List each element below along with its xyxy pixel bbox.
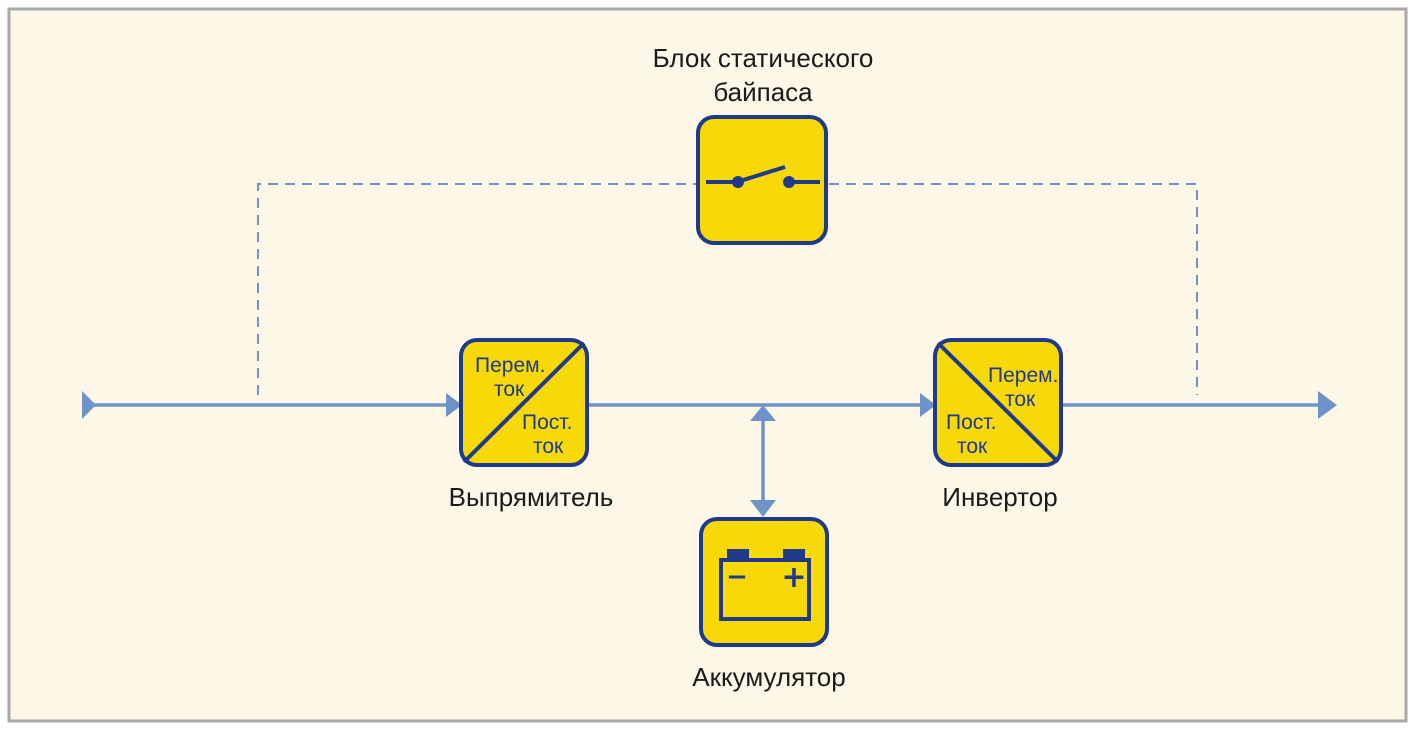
battery-plus: + bbox=[781, 560, 806, 595]
battery-minus: − bbox=[726, 562, 748, 592]
inverter-ac-line2: ток bbox=[1005, 388, 1036, 411]
inverter-ac-line1: Перем. bbox=[988, 364, 1058, 387]
rectifier-dc-line2: ток bbox=[533, 435, 564, 458]
battery-block: − + bbox=[699, 517, 829, 647]
input-arrow bbox=[82, 391, 96, 419]
rectifier-input-arrow bbox=[446, 393, 462, 417]
rectifier-ac-line2: ток bbox=[494, 378, 525, 401]
battery-link-arrow-up bbox=[750, 405, 776, 421]
static-bypass-block bbox=[696, 115, 828, 245]
battery-label: Аккумулятор bbox=[692, 662, 845, 692]
bypass-title-line2: байпаса bbox=[713, 77, 813, 107]
battery-link-arrow-down bbox=[750, 500, 776, 517]
inverter-dc-line2: ток bbox=[957, 435, 988, 458]
inverter-block bbox=[933, 338, 1063, 467]
rectifier-block bbox=[459, 338, 589, 467]
bypass-title-line1: Блок статического bbox=[653, 43, 874, 73]
inverter-input-arrow bbox=[920, 393, 936, 417]
rectifier-dc-line1: Пост. bbox=[522, 411, 572, 434]
output-arrow bbox=[1318, 391, 1337, 419]
inverter-dc-line1: Пост. bbox=[946, 411, 996, 434]
inverter-label: Инвертор bbox=[942, 482, 1057, 512]
rectifier-ac-line1: Перем. bbox=[475, 354, 545, 377]
rectifier-label: Выпрямитель bbox=[449, 482, 614, 512]
battery-icon: − + bbox=[719, 549, 811, 621]
